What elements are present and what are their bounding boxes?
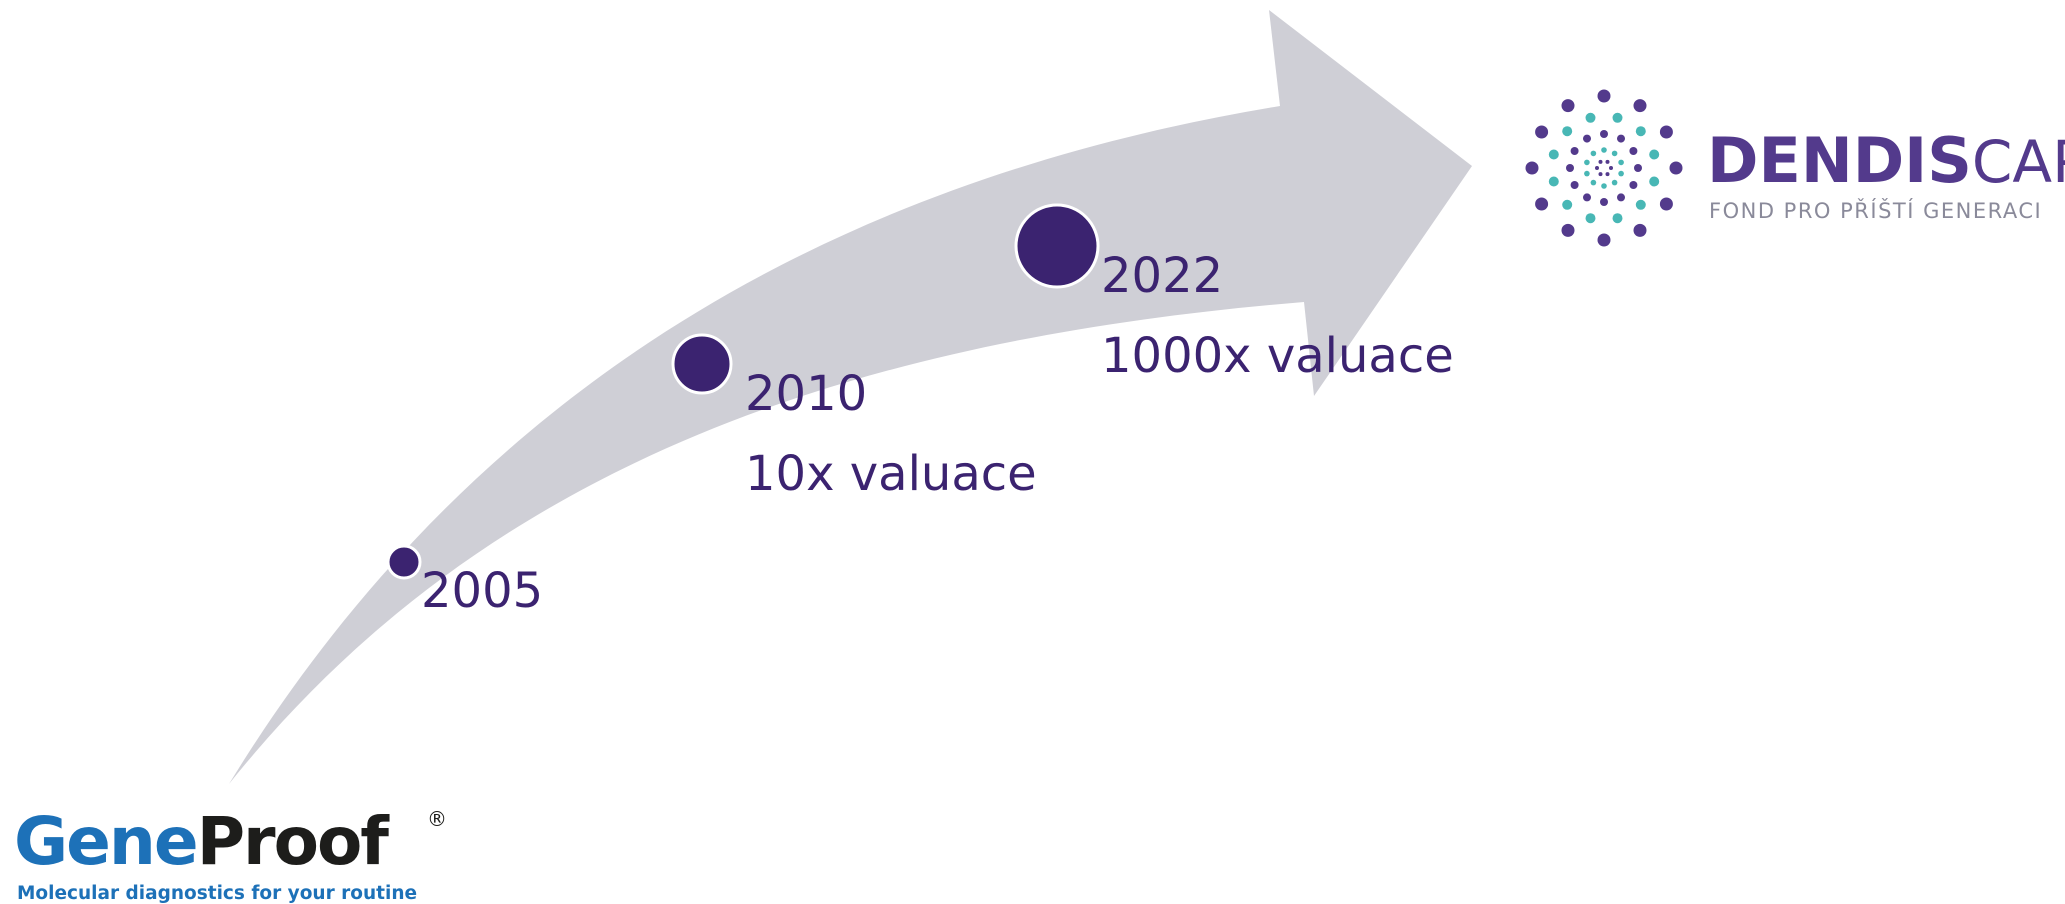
dendis-emblem-dot (1612, 112, 1623, 123)
dendis-emblem-dot (1570, 147, 1579, 155)
dendis-emblem-dot (1584, 159, 1590, 166)
dendis-emblem-dot (1635, 199, 1646, 210)
dendis-emblem-dot (1601, 147, 1607, 153)
dendis-emblem-dot (1598, 159, 1603, 164)
milestone-dot-2022 (1014, 203, 1100, 289)
dendis-emblem-dot (1618, 170, 1624, 177)
dendis-emblem-dot (1561, 223, 1575, 237)
dendis-emblem-dot (1634, 164, 1642, 172)
dendis-emblem-dot (1585, 112, 1596, 123)
dendis-emblem-dot (1611, 150, 1618, 157)
dendis-emblem-dot (1570, 181, 1579, 189)
dendis-word-capital: CAPITAL (1972, 128, 2065, 196)
dendis-emblem-dot (1535, 125, 1549, 139)
milestone-valuation-2010: 10x valuace (745, 446, 1037, 502)
dendis-emblem-dot (1548, 149, 1559, 160)
dendis-emblem-dot (1617, 193, 1625, 202)
geneproof-tagline: Molecular diagnostics for your routine (17, 883, 417, 904)
dendis-emblem-dot (1584, 170, 1590, 177)
dendis-emblem-dot (1598, 172, 1603, 177)
dendis-emblem-dot (1618, 159, 1624, 166)
dendis-emblem-dot (1601, 183, 1607, 189)
dendis-emblem-dot (1597, 233, 1611, 247)
dendis-word-dendis: DENDIS (1707, 124, 1972, 197)
dendis-emblem-dot (1566, 164, 1574, 172)
dendis-emblem-dot (1600, 130, 1608, 138)
dendis-emblem-dot (1659, 197, 1673, 211)
dendis-emblem-dot (1561, 99, 1575, 113)
dendis-emblem-dot (1548, 176, 1559, 187)
geneproof-registered-mark: ® (427, 807, 447, 831)
geneproof-word-gene: Gene (14, 803, 197, 880)
dendis-emblem-dot (1635, 126, 1646, 137)
geneproof-word-proof: Proof (197, 803, 391, 880)
dendis-emblem-dot (1605, 172, 1610, 177)
dendis-emblem-dot (1659, 125, 1673, 139)
milestone-year-2005: 2005 (421, 563, 543, 619)
dendis-emblem-dot (1611, 179, 1618, 186)
dendis-emblem-dot (1617, 134, 1625, 143)
dendis-emblem-dot (1597, 89, 1611, 103)
dendis-emblem-dot (1669, 161, 1683, 175)
dendis-emblem-dot (1590, 150, 1597, 157)
dendis-emblem-dot (1629, 147, 1638, 155)
dendis-emblem-dot (1633, 223, 1647, 237)
milestone-dot-2005 (386, 544, 422, 580)
dendis-emblem-dot (1629, 181, 1638, 189)
milestone-year-2010: 2010 (745, 366, 867, 422)
svg-text:DENDISCAPITAL: DENDISCAPITAL (1707, 124, 2065, 197)
growth-arrow (229, 10, 1472, 784)
dendis-emblem-dot (1562, 126, 1573, 137)
milestone-valuation-2022: 1000x valuace (1101, 328, 1454, 384)
dendis-tagline: FOND PRO PŘÍŠTÍ GENERACI (1709, 198, 2042, 223)
dendis-emblem-dot (1585, 213, 1596, 224)
dendis-emblem-dot (1590, 179, 1597, 186)
milestone-dot-2010 (671, 333, 733, 395)
dendis-emblem-dot (1562, 199, 1573, 210)
svg-text:GeneProof: GeneProof (14, 803, 390, 880)
milestone-year-2022: 2022 (1101, 248, 1223, 304)
dendis-emblem-dot (1535, 197, 1549, 211)
dendis-dot-emblem-icon (1525, 89, 1683, 247)
dendis-emblem-dot (1612, 213, 1623, 224)
geneproof-logo: GeneProof ® Molecular diagnostics for yo… (14, 803, 447, 904)
dendis-capital-logo: DENDISCAPITAL FOND PRO PŘÍŠTÍ GENERACI (1525, 89, 2065, 247)
dendis-emblem-dot (1600, 198, 1608, 206)
dendis-emblem-dot (1605, 159, 1610, 164)
dendis-emblem-dot (1609, 166, 1613, 170)
dendis-emblem-dot (1649, 176, 1660, 187)
dendis-emblem-dot (1595, 166, 1599, 170)
dendis-emblem-dot (1633, 99, 1647, 113)
dendis-emblem-dot (1649, 149, 1660, 160)
dendis-emblem-dot (1525, 161, 1539, 175)
dendis-emblem-dot (1583, 134, 1591, 143)
dendis-emblem-dot (1583, 193, 1591, 202)
